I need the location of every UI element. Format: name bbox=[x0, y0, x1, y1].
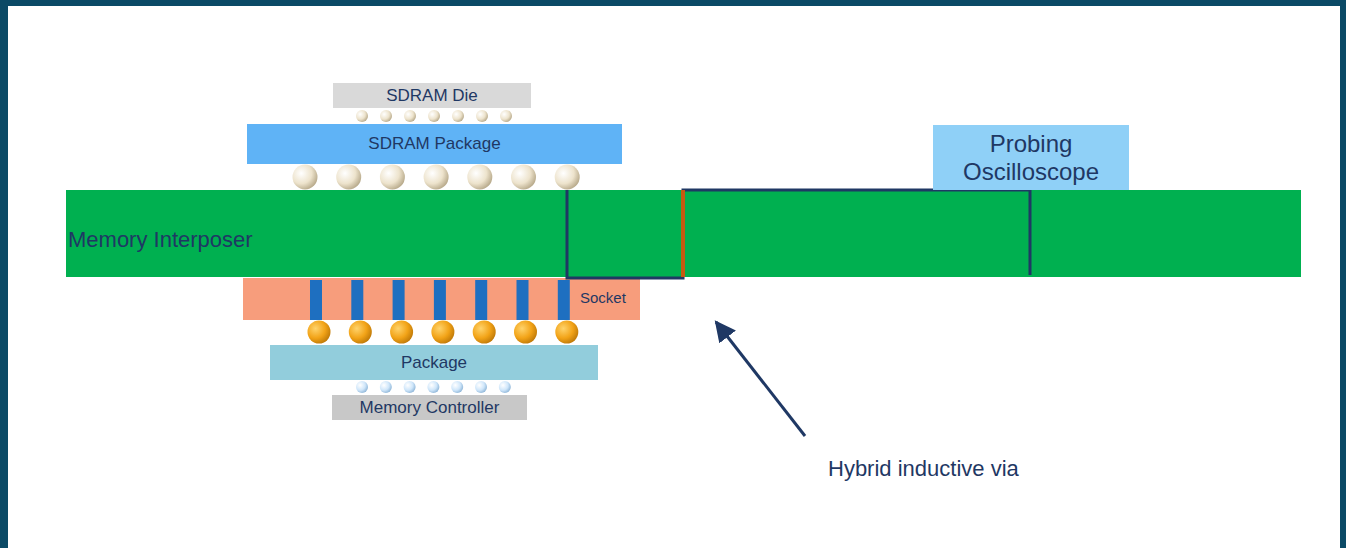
solder-ball bbox=[293, 165, 318, 190]
solder-ball bbox=[380, 165, 405, 190]
socket-pin bbox=[393, 280, 405, 320]
socket-pin bbox=[434, 280, 446, 320]
solder-ball bbox=[356, 381, 368, 393]
solder-ball bbox=[404, 381, 416, 393]
socket-pin bbox=[517, 280, 529, 320]
leader-arrow bbox=[716, 322, 805, 436]
inductive-via bbox=[681, 190, 685, 277]
solder-ball bbox=[356, 110, 368, 122]
package-box: SDRAM Package bbox=[247, 124, 622, 164]
solder-ball bbox=[336, 165, 361, 190]
solder-ball bbox=[427, 381, 439, 393]
probe-trace bbox=[567, 190, 1030, 278]
node-text: SDRAM Package bbox=[368, 134, 500, 154]
solder-ball bbox=[467, 165, 492, 190]
socket-band: Socket bbox=[575, 283, 639, 313]
node-text: Probing Oscilloscope bbox=[937, 130, 1125, 185]
solder-ball bbox=[555, 165, 580, 190]
solder-ball bbox=[380, 381, 392, 393]
solder-ball bbox=[404, 110, 416, 122]
solder-ball bbox=[475, 381, 487, 393]
solder-ball bbox=[473, 321, 496, 344]
solder-ball bbox=[308, 321, 331, 344]
solder-ball bbox=[476, 110, 488, 122]
socket-pins bbox=[310, 280, 570, 320]
package-box: Package bbox=[270, 345, 598, 380]
node-text: Memory Controller bbox=[360, 398, 500, 418]
solder-ball bbox=[514, 321, 537, 344]
solder-ball bbox=[511, 165, 536, 190]
controller-box: Memory Controller bbox=[332, 395, 527, 420]
solder-ball bbox=[380, 110, 392, 122]
solder-ball bbox=[452, 110, 464, 122]
socket-pin bbox=[351, 280, 363, 320]
solder-ball bbox=[424, 165, 449, 190]
solder-ball bbox=[500, 110, 512, 122]
solder-ball bbox=[428, 110, 440, 122]
interposer-band: Memory Interposer bbox=[66, 215, 366, 265]
solder-ball bbox=[431, 321, 454, 344]
instrument-box: Probing Oscilloscope bbox=[933, 125, 1129, 190]
callout-label: Hybrid inductive via bbox=[828, 456, 1019, 482]
node-text: Memory Interposer bbox=[68, 227, 253, 252]
die-box: SDRAM Die bbox=[333, 83, 531, 108]
socket-pin bbox=[475, 280, 487, 320]
interposer-band bbox=[66, 190, 1301, 277]
socket-pin bbox=[310, 280, 322, 320]
solder-ball bbox=[451, 381, 463, 393]
solder-ball bbox=[555, 321, 578, 344]
socket-band bbox=[243, 278, 640, 320]
node-text: Socket bbox=[580, 289, 626, 306]
solder-ball bbox=[390, 321, 413, 344]
node-text: SDRAM Die bbox=[386, 86, 478, 106]
solder-ball bbox=[499, 381, 511, 393]
node-text: Package bbox=[401, 353, 467, 373]
solder-ball bbox=[349, 321, 372, 344]
socket-pin bbox=[558, 280, 570, 320]
